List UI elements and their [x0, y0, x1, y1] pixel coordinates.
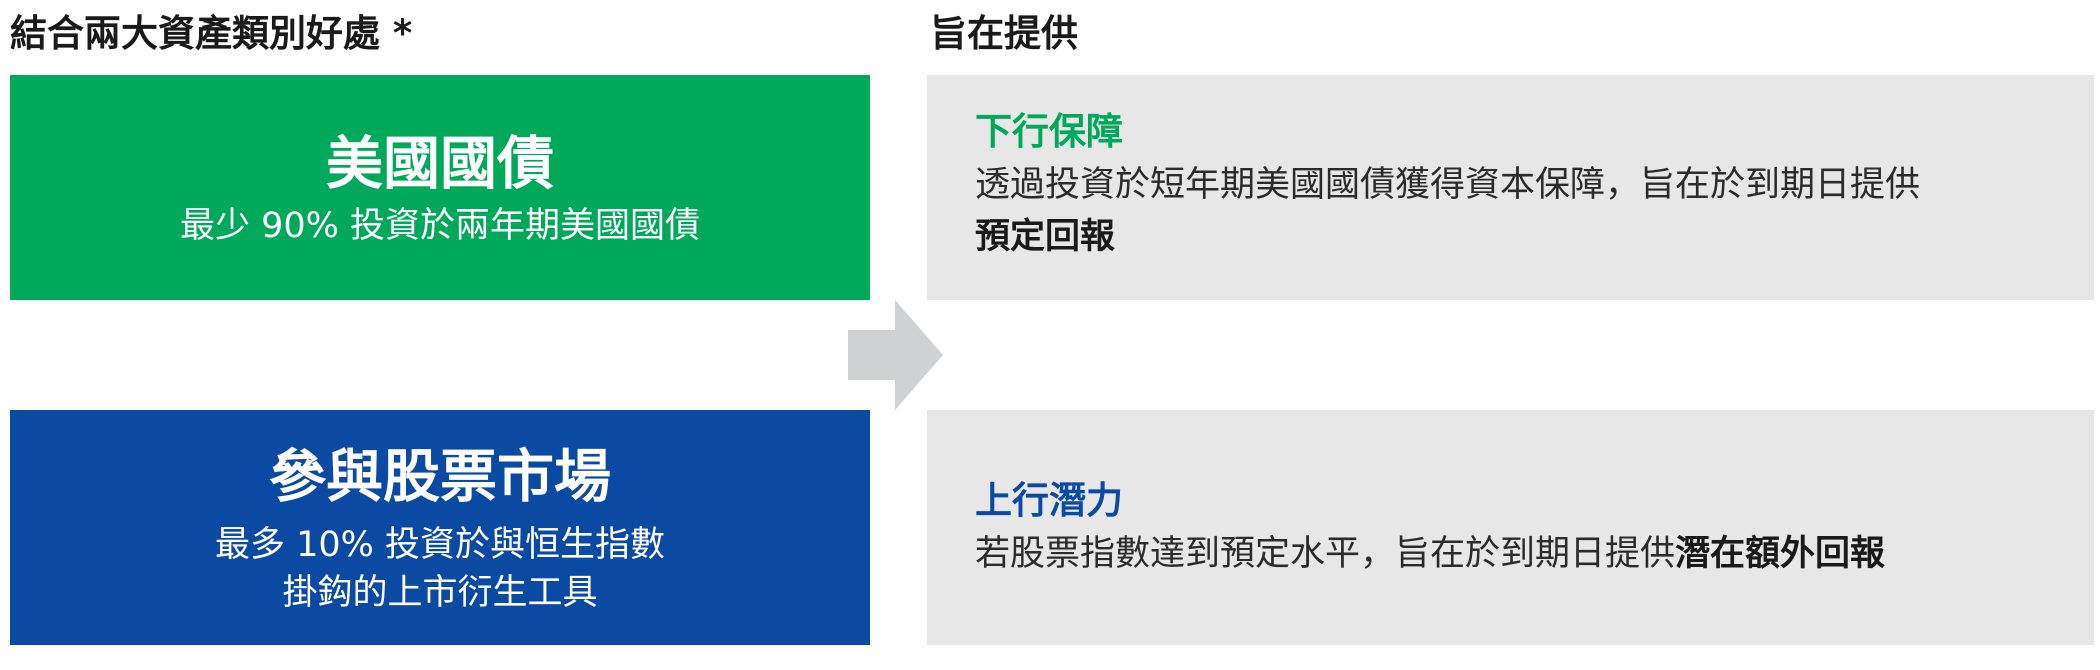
upside-body-text: 若股票指數達到預定水平，旨在於到期日提供 — [975, 534, 1676, 574]
arrow-shape — [848, 300, 943, 410]
equity-title: 參與股票市場 — [269, 443, 611, 510]
equity-box: 參與股票市場 最多 10% 投資於與恒生指數 掛鈎的上市衍生工具 — [10, 410, 870, 645]
downside-body-emphasis: 預定回報 — [975, 217, 1116, 257]
heading-aim-to-provide: 旨在提供 — [930, 12, 1078, 55]
equity-description-line1: 最多 10% 投資於與恒生指數 — [214, 524, 666, 565]
upside-body-emphasis: 潛在額外回報 — [1675, 534, 1886, 574]
downside-body-text: 透過投資於短年期美國國債獲得資本保障，旨在於到期日提供 — [975, 165, 1921, 205]
treasury-title: 美國國債 — [326, 130, 554, 197]
treasury-description: 最少 90% 投資於兩年期美國國債 — [179, 205, 701, 246]
upside-body: 若股票指數達到預定水平，旨在於到期日提供潛在額外回報 — [975, 528, 2074, 580]
treasury-box: 美國國債 最少 90% 投資於兩年期美國國債 — [10, 75, 870, 300]
upside-potential-panel: 上行潛力 若股票指數達到預定水平，旨在於到期日提供潛在額外回報 — [927, 410, 2094, 645]
upside-title: 上行潛力 — [975, 479, 1123, 522]
downside-protection-panel: 下行保障 透過投資於短年期美國國債獲得資本保障，旨在於到期日提供預定回報 — [927, 75, 2094, 300]
downside-title: 下行保障 — [975, 110, 1123, 153]
equity-description-line2: 掛鈎的上市衍生工具 — [282, 572, 598, 613]
arrow-right-icon — [848, 300, 943, 410]
heading-combine-benefits: 結合兩大資產類別好處 * — [10, 12, 413, 55]
downside-body: 透過投資於短年期美國國債獲得資本保障，旨在於到期日提供預定回報 — [975, 159, 2074, 263]
